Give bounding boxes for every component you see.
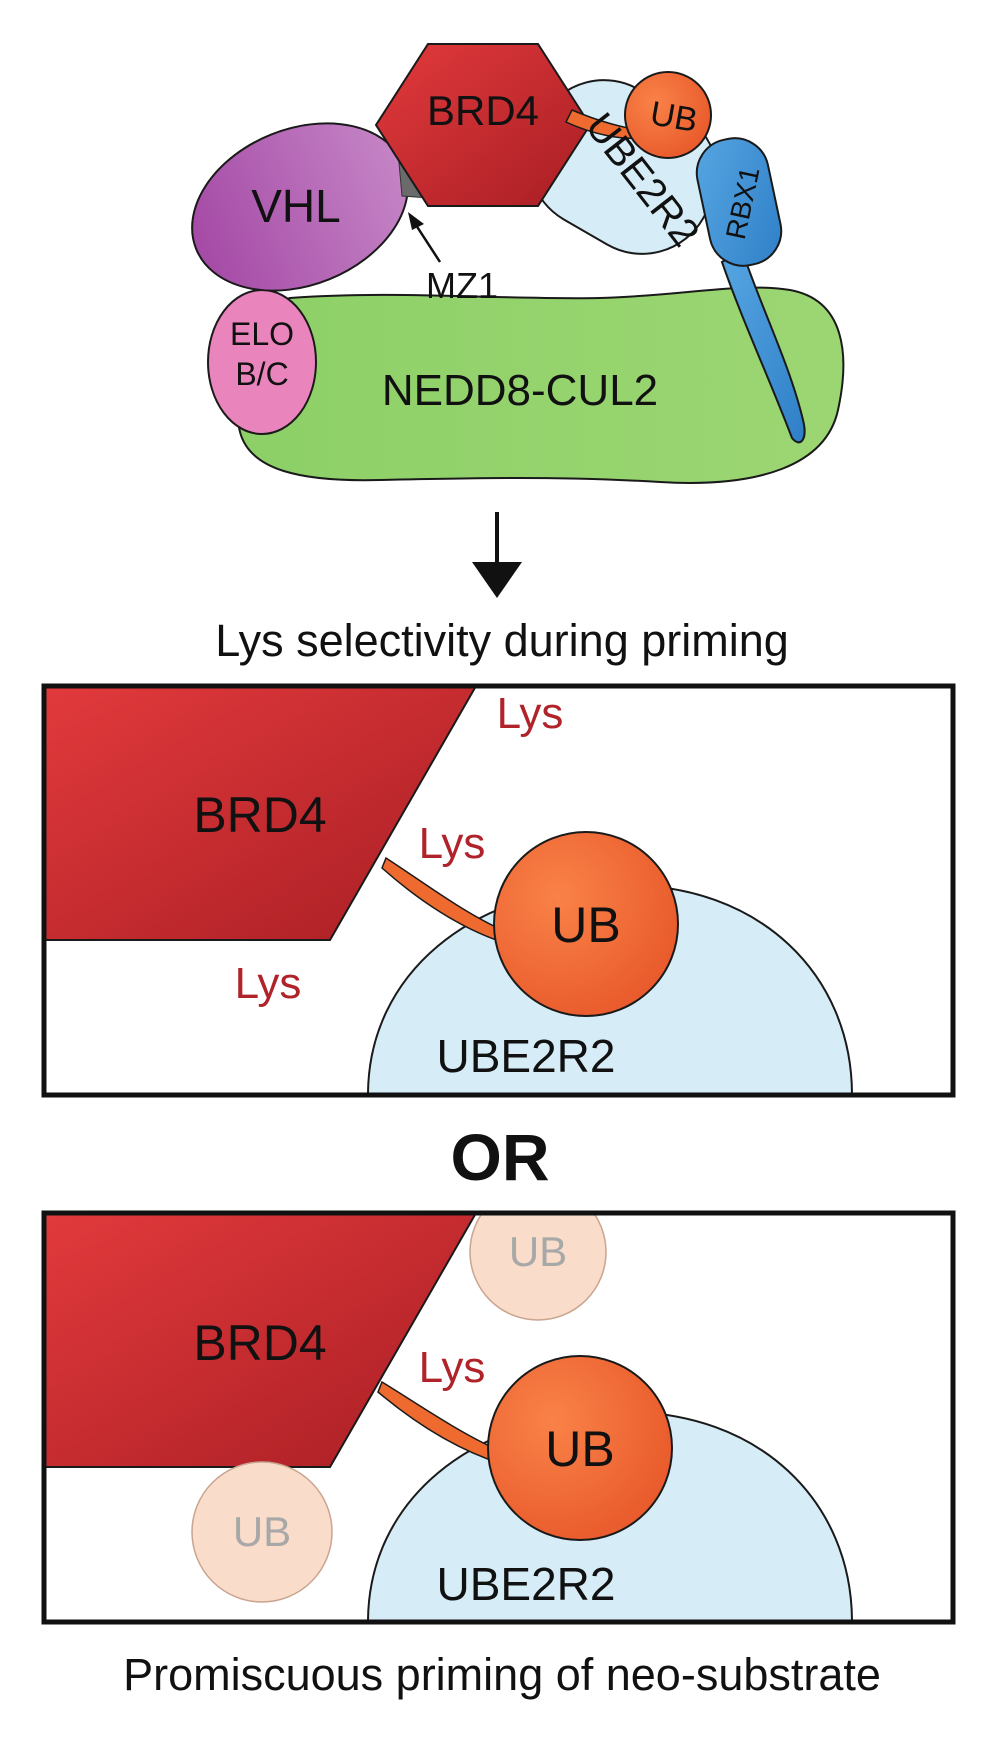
panel1-ub-sphere (493, 831, 679, 1017)
panel2-ub-sphere (487, 1355, 673, 1541)
rbx1-shape (695, 137, 783, 267)
panel1-brd4-shape (46, 688, 477, 941)
panel2-ub-faded-top-label: UB (509, 1228, 567, 1275)
panel2-ub-faded-bottom-sphere (191, 1461, 333, 1603)
mz1-pointer-line (412, 221, 442, 263)
panel2-caption: Promiscuous priming of neo-substrate (123, 1649, 881, 1700)
panel2-lys-label: Lys (419, 1343, 486, 1392)
panel1-caption: Lys selectivity during priming (215, 615, 789, 666)
ub-sphere (624, 71, 712, 159)
cul2-label: NEDD8-CUL2 (382, 366, 658, 415)
brd4-shape (374, 43, 592, 207)
panel1-lys-bottom: Lys (235, 959, 302, 1008)
panel2-ube2r2-label: UBE2R2 (437, 1558, 616, 1610)
ub-label: UB (647, 94, 700, 140)
vhl-label: VHL (251, 180, 340, 232)
panel1-ube2r2-label: UBE2R2 (437, 1030, 616, 1082)
ternary-complex: NEDD8-CUL2 ELO B/C VHL RBX1 BRD4 UB UBE2… (191, 43, 845, 484)
panel1-frame (41, 683, 956, 1098)
panel2-frame (41, 1210, 956, 1625)
panel1: BRD4 Lys Lys Lys UB UBE2R2 (41, 683, 956, 1098)
panel2-ub-faded-top-sphere (469, 1215, 607, 1321)
panel1-lys-mid: Lys (419, 819, 486, 868)
elo-bc-label-line2: B/C (235, 356, 288, 392)
rbx1-tail (720, 248, 806, 444)
down-arrow (472, 512, 522, 598)
panel1-lys-top: Lys (497, 689, 564, 738)
panel2-ub-label: UB (545, 1421, 614, 1477)
mz1-label: MZ1 (426, 265, 498, 306)
brd4-label: BRD4 (427, 87, 539, 134)
panel1-ub-label: UB (551, 897, 620, 953)
panel2: UB BRD4 Lys UB UB UBE2R2 (41, 1210, 956, 1625)
panel2-brd4-label: BRD4 (193, 1315, 326, 1371)
cul2-shape (235, 286, 845, 484)
panel1-brd4-label: BRD4 (193, 787, 326, 843)
panel2-ub-faded-bottom-label: UB (233, 1508, 291, 1555)
elo-bc-label-line1: ELO (230, 316, 294, 352)
panel2-brd4-shape (46, 1215, 477, 1468)
or-separator: OR (451, 1120, 550, 1194)
mz1-pointer-head (408, 212, 424, 230)
